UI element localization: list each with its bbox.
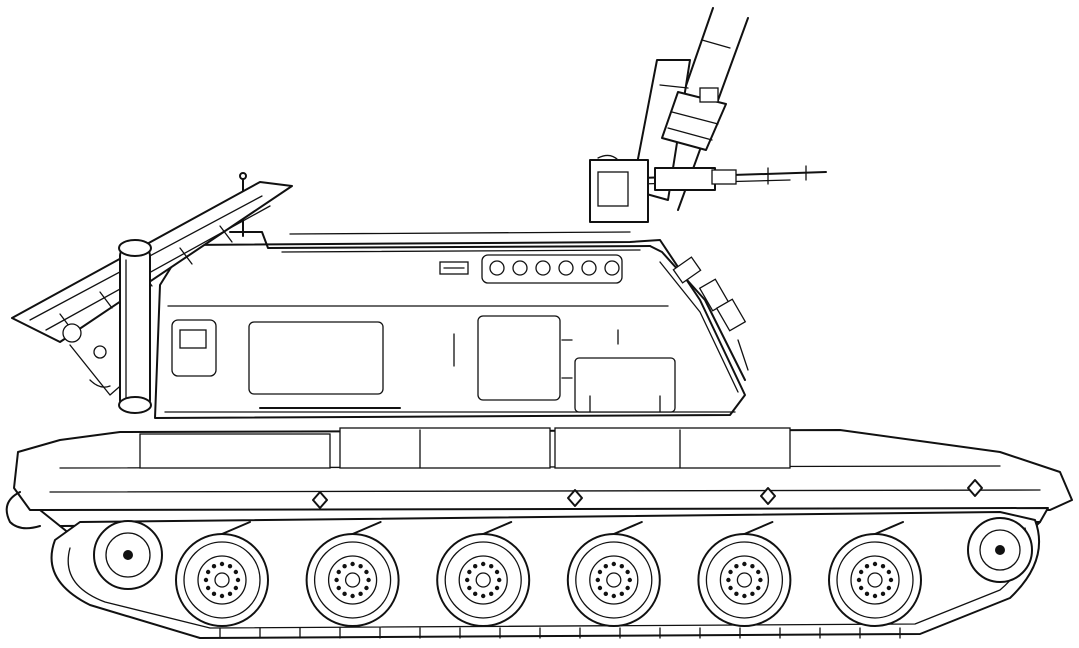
rear-cylinder	[118, 239, 152, 414]
drive-sprocket	[967, 517, 1033, 583]
tow-hook	[5, 491, 41, 530]
road-wheel	[828, 521, 922, 627]
idler-wheel	[93, 520, 163, 590]
track	[50, 511, 1041, 639]
road-wheel	[436, 521, 531, 627]
road-wheel	[305, 521, 400, 627]
smoke-grenade-launchers	[489, 260, 620, 276]
road-wheel	[697, 521, 792, 627]
road-wheel	[175, 521, 269, 627]
road-wheels	[175, 521, 922, 627]
cupola-machine-gun	[589, 154, 827, 223]
turret-rear-fittings	[672, 256, 749, 371]
road-wheel	[566, 521, 661, 627]
turret	[154, 231, 746, 419]
